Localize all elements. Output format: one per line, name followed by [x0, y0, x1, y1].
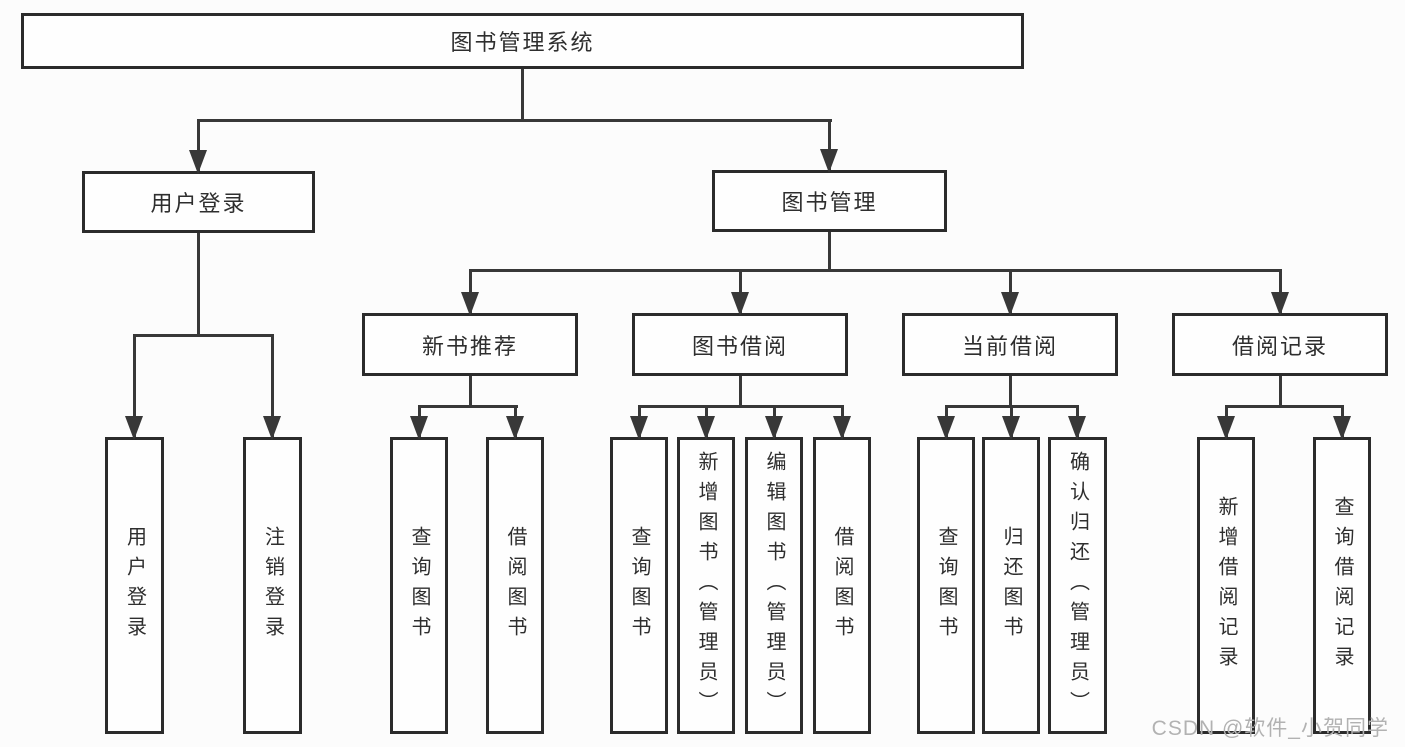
connector-line — [197, 233, 200, 337]
watermark-text: CSDN @软件_小贺同学 — [1151, 717, 1389, 740]
connector-line — [828, 232, 831, 272]
arrowhead-down-icon — [1001, 292, 1019, 316]
connector-line — [1225, 405, 1344, 408]
arrowhead-down-icon — [1333, 416, 1351, 440]
connector-line — [469, 269, 1282, 272]
node-bb-add-books: 新增图书（管理员） — [677, 437, 735, 734]
node-bb-borrow-books: 借阅图书 — [813, 437, 871, 734]
arrowhead-down-icon — [630, 416, 648, 440]
node-cb-query-books: 查询图书 — [917, 437, 975, 734]
node-label-cb-query-books: 查询图书 — [935, 525, 957, 646]
node-label-borrow-records: 借阅记录 — [1231, 333, 1328, 359]
node-root: 图书管理系统 — [21, 13, 1024, 69]
node-label-bb-borrow-books: 借阅图书 — [831, 525, 853, 646]
arrowhead-down-icon — [263, 416, 281, 440]
node-leaf-logout: 注销登录 — [243, 437, 302, 734]
connector-line — [1279, 376, 1282, 407]
arrowhead-down-icon — [506, 416, 524, 440]
node-label-bb-edit-books: 编辑图书（管理员） — [763, 450, 785, 721]
connector-line — [197, 119, 832, 122]
connector-line — [638, 405, 844, 408]
arrowhead-down-icon — [461, 292, 479, 316]
node-label-book-mgmt: 图书管理 — [781, 190, 878, 215]
node-label-user-login: 用户登录 — [150, 191, 247, 216]
node-label-cb-confirm-return: 确认归还（管理员） — [1066, 450, 1089, 721]
node-br-add-record: 新增借阅记录 — [1197, 437, 1255, 734]
node-label-bb-add-books: 新增图书（管理员） — [695, 450, 717, 721]
arrowhead-down-icon — [125, 416, 143, 440]
connector-line — [133, 334, 274, 337]
node-label-leaf-logout: 注销登录 — [261, 525, 284, 646]
connector-line — [469, 269, 472, 314]
arrowhead-down-icon — [833, 416, 851, 440]
node-cb-return-books: 归还图书 — [982, 437, 1040, 734]
connector-line — [1279, 269, 1282, 314]
node-label-bb-query-books: 查询图书 — [628, 525, 650, 646]
arrowhead-down-icon — [1271, 292, 1289, 316]
arrowhead-down-icon — [765, 416, 783, 440]
connector-line — [133, 334, 136, 438]
node-label-rec-borrow-books: 借阅图书 — [504, 525, 526, 646]
node-rec-query-books: 查询图书 — [390, 437, 448, 734]
connector-line — [1009, 269, 1012, 314]
node-label-current-borrow: 当前借阅 — [961, 333, 1058, 359]
connector-line — [739, 269, 742, 314]
node-bb-edit-books: 编辑图书（管理员） — [745, 437, 803, 734]
node-label-rec-query-books: 查询图书 — [408, 525, 430, 646]
node-user-login: 用户登录 — [82, 171, 315, 233]
node-label-cb-return-books: 归还图书 — [1000, 525, 1022, 646]
node-bb-query-books: 查询图书 — [610, 437, 668, 734]
connector-line — [418, 405, 518, 408]
connector-line — [1009, 376, 1012, 407]
node-rec-borrow-books: 借阅图书 — [486, 437, 544, 734]
node-leaf-user-login: 用户登录 — [105, 437, 164, 734]
node-new-book-rec: 新书推荐 — [362, 313, 578, 376]
node-book-mgmt: 图书管理 — [712, 170, 947, 232]
arrowhead-down-icon — [189, 150, 207, 174]
node-cb-confirm-return: 确认归还（管理员） — [1048, 437, 1107, 734]
node-current-borrow: 当前借阅 — [902, 313, 1118, 376]
connector-line — [828, 119, 831, 172]
connector-line — [197, 119, 200, 173]
node-label-leaf-user-login: 用户登录 — [123, 525, 146, 646]
arrowhead-down-icon — [1068, 416, 1086, 440]
connector-line — [469, 376, 472, 407]
arrowhead-down-icon — [820, 149, 838, 173]
arrowhead-down-icon — [697, 416, 715, 440]
arrowhead-down-icon — [1217, 416, 1235, 440]
node-book-borrow: 图书借阅 — [632, 313, 848, 376]
node-label-new-book-rec: 新书推荐 — [421, 333, 518, 359]
arrowhead-down-icon — [937, 416, 955, 440]
node-br-query-record: 查询借阅记录 — [1313, 437, 1371, 734]
node-label-root: 图书管理系统 — [450, 30, 595, 55]
connector-line — [739, 376, 742, 407]
node-borrow-records: 借阅记录 — [1172, 313, 1388, 376]
arrowhead-down-icon — [731, 292, 749, 316]
node-label-br-query-record: 查询借阅记录 — [1331, 495, 1353, 676]
arrowhead-down-icon — [1002, 416, 1020, 440]
node-label-br-add-record: 新增借阅记录 — [1215, 495, 1237, 676]
arrowhead-down-icon — [410, 416, 428, 440]
connector-line — [271, 334, 274, 438]
connector-line — [521, 69, 524, 121]
node-label-book-borrow: 图书借阅 — [691, 333, 788, 359]
